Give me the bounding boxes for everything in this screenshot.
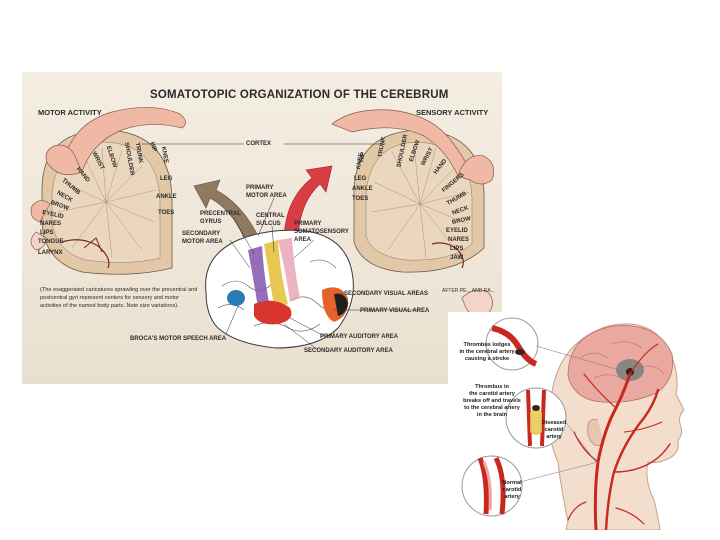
sensory-part-nares: NARES	[448, 237, 470, 243]
caricature-note: (The exaggerated caricatures sprawling o…	[40, 287, 198, 309]
motor-part-nares: NARES	[40, 221, 62, 227]
cortex-label: CORTEX	[246, 141, 272, 147]
sensory-part-toes: TOES	[352, 196, 369, 202]
motor-part-toes: TOES	[158, 210, 175, 216]
primary-auditory-area-label: PRIMARY AUDITORY AREA	[320, 334, 399, 340]
callout-normal-carotid: Normal carotid artery	[502, 480, 522, 500]
motor-homunculus	[30, 107, 186, 251]
magnifier-middle	[505, 387, 597, 463]
sensory-part-eyelid: EYELID	[446, 228, 468, 234]
precentral-gyrus-label: PRECENTRAL GYRUS	[200, 211, 242, 225]
callout-carotid-thrombus: Thrombus in the carotid artery breaks of…	[463, 384, 521, 418]
primary-visual-area-label: PRIMARY VISUAL AREA	[360, 308, 430, 314]
motor-activity-heading: MOTOR ACTIVITY	[38, 108, 102, 117]
arteries	[567, 343, 671, 530]
magnifier-top	[485, 317, 627, 373]
sensory-activity-heading: SENSORY ACTIVITY	[416, 108, 489, 117]
sensory-arrow	[283, 165, 333, 245]
sensory-part-ankle: ANKLE	[352, 186, 373, 192]
plate-illustration	[30, 107, 495, 351]
primary-somatosensory-area-label: PRIMARY SOMATOSENSORY AREA	[294, 221, 349, 243]
page-title: SOMATOTOPIC ORGANIZATION OF THE CEREBRUM	[150, 89, 449, 101]
magnifier-bottom	[461, 455, 599, 517]
sensory-cortex-slice	[353, 129, 485, 273]
label-leaders	[225, 197, 420, 351]
primary-motor-area-label: PRIMARY MOTOR AREA	[246, 185, 287, 199]
brocas-speech-area-label: BROCA'S MOTOR SPEECH AREA	[130, 336, 227, 342]
somatotopic-plate: SOMATOTOPIC ORGANIZATION OF THE CEREBRUM…	[22, 72, 502, 384]
sensory-homunculus	[331, 109, 495, 317]
central-brain	[205, 229, 354, 349]
motor-part-ankle: ANKLE	[156, 194, 177, 200]
callout-cerebral-thrombus: Thrombus lodges in the cerebral artery c…	[459, 342, 515, 362]
sensory-part-jaw: JAW	[450, 255, 464, 261]
secondary-auditory-area-label: SECONDARY AUDITORY AREA	[304, 348, 393, 354]
motor-arrow	[193, 179, 259, 239]
sensory-part-lips: LIPS	[450, 246, 464, 252]
stroke-drawing	[461, 317, 685, 530]
motor-part-larynx: LARYNX	[38, 250, 63, 256]
central-sulcus-label: CENTRAL SULCUS	[256, 213, 285, 227]
motor-part-lips: LIPS	[40, 230, 54, 236]
stroke-illustration: Thrombus lodges in the cerebral artery c…	[448, 312, 692, 530]
secondary-visual-areas-label: SECONDARY VISUAL AREAS	[344, 291, 429, 297]
callout-diseased-carotid: Diseased carotid artery	[541, 420, 567, 440]
motor-part-leg: LEG	[160, 176, 173, 182]
margin-note: AFTER PE... AND RA...	[442, 288, 495, 294]
motor-part-tongue: TONGUE	[38, 239, 64, 245]
sensory-part-leg: LEG	[354, 176, 367, 182]
secondary-motor-area-label: SECONDARY MOTOR AREA	[182, 231, 223, 245]
